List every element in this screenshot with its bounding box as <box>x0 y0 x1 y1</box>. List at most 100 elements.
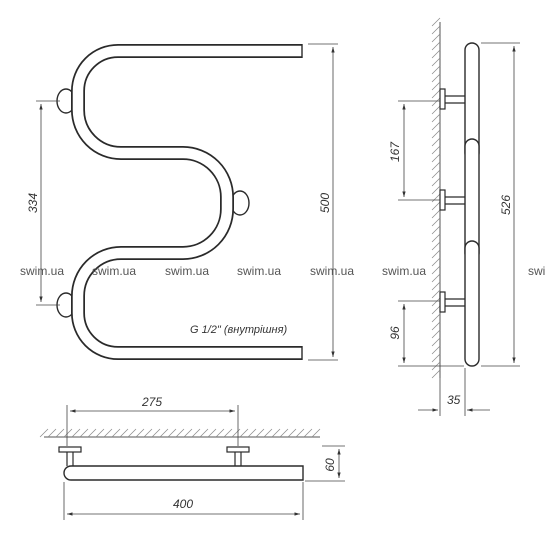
hatch-mark <box>431 289 441 299</box>
hatch-mark <box>263 428 273 438</box>
s-pipe-outline <box>71 44 302 360</box>
hatch-mark <box>239 428 249 438</box>
watermark-text: swim.ua <box>382 264 426 278</box>
hatch-mark <box>431 313 441 323</box>
hatch-mark <box>95 428 105 438</box>
hatch-mark <box>231 428 241 438</box>
hatch-mark <box>247 428 257 438</box>
hatch-mark <box>431 305 441 315</box>
hatch-mark <box>431 145 441 155</box>
side-wall-hatch <box>431 17 441 379</box>
hatch-mark <box>431 25 441 35</box>
hatch-mark <box>431 353 441 363</box>
hatch-mark <box>431 345 441 355</box>
hatch-mark <box>431 225 441 235</box>
hatch-mark <box>431 113 441 123</box>
hatch-mark <box>431 193 441 203</box>
side-bracket-lower <box>439 291 466 313</box>
dim-label-334: 334 <box>26 193 40 213</box>
hatch-mark <box>199 428 209 438</box>
hatch-mark <box>431 257 441 267</box>
hatch-mark <box>431 161 441 171</box>
hatch-mark <box>55 428 65 438</box>
dim-label-275: 275 <box>141 395 162 409</box>
hatch-mark <box>279 428 289 438</box>
hatch-mark <box>431 169 441 179</box>
top-wall-hatch <box>39 428 321 438</box>
hatch-mark <box>431 249 441 259</box>
hatch-mark <box>431 73 441 83</box>
hatch-mark <box>63 428 73 438</box>
hatch-mark <box>215 428 225 438</box>
side-pipe-lower <box>464 240 480 367</box>
hatch-mark <box>431 105 441 115</box>
dim-label-400: 400 <box>173 497 193 511</box>
hatch-mark <box>271 428 281 438</box>
hatch-mark <box>207 428 217 438</box>
watermark-text: swim.ua <box>92 264 136 278</box>
hatch-mark <box>431 281 441 291</box>
hatch-mark <box>431 33 441 43</box>
connection-note: G 1/2" (внутрішня) <box>190 324 287 336</box>
hatch-mark <box>431 153 441 163</box>
top-bracket-left <box>58 446 82 466</box>
hatch-mark <box>431 65 441 75</box>
hatch-mark <box>79 428 89 438</box>
hatch-mark <box>159 428 169 438</box>
watermark-text: swim.ua <box>20 264 64 278</box>
hatch-mark <box>431 209 441 219</box>
hatch-mark <box>71 428 81 438</box>
hatch-mark <box>431 233 441 243</box>
hatch-mark <box>295 428 305 438</box>
hatch-mark <box>431 273 441 283</box>
watermark-text: swim.ua <box>237 264 281 278</box>
hatch-mark <box>431 57 441 67</box>
hatch-mark <box>431 81 441 91</box>
hatch-mark <box>431 201 441 211</box>
hatch-mark <box>431 17 441 27</box>
hatch-mark <box>143 428 153 438</box>
watermark-text: swim.ua <box>310 264 354 278</box>
hatch-mark <box>431 89 441 99</box>
dim-label-35: 35 <box>447 393 461 407</box>
hatch-mark <box>111 428 121 438</box>
watermark-text: swim.ua <box>165 264 209 278</box>
hatch-mark <box>431 217 441 227</box>
front-view: 334 500 G 1/2" (внутрішня) <box>26 43 338 361</box>
hatch-mark <box>431 41 441 51</box>
hatch-mark <box>431 329 441 339</box>
hatch-mark <box>103 428 113 438</box>
hatch-mark <box>431 265 441 275</box>
top-view: 275 400 60 <box>39 395 345 520</box>
hatch-mark <box>87 428 97 438</box>
hatch-mark <box>135 428 145 438</box>
side-bracket-middle <box>439 189 466 211</box>
dim-label-60: 60 <box>323 458 337 472</box>
hatch-mark <box>47 428 57 438</box>
dim-label-526: 526 <box>499 195 513 215</box>
hatch-mark <box>127 428 137 438</box>
hatch-mark <box>39 428 49 438</box>
watermark-row: swim.ua swim.ua swim.ua swim.ua swim.ua … <box>20 264 545 278</box>
hatch-mark <box>223 428 233 438</box>
side-bracket-upper <box>439 88 466 110</box>
hatch-mark <box>311 428 321 438</box>
hatch-mark <box>431 49 441 59</box>
hatch-mark <box>431 369 441 379</box>
hatch-mark <box>431 241 441 251</box>
hatch-mark <box>287 428 297 438</box>
hatch-mark <box>431 137 441 147</box>
hatch-mark <box>431 129 441 139</box>
dim-label-500: 500 <box>318 193 332 213</box>
hatch-mark <box>431 297 441 307</box>
hatch-mark <box>431 121 441 131</box>
hatch-mark <box>175 428 185 438</box>
hatch-mark <box>303 428 313 438</box>
hatch-mark <box>151 428 161 438</box>
hatch-mark <box>119 428 129 438</box>
hatch-mark <box>431 337 441 347</box>
dim-label-167: 167 <box>388 141 402 162</box>
dim-label-96: 96 <box>388 326 402 340</box>
hatch-mark <box>167 428 177 438</box>
